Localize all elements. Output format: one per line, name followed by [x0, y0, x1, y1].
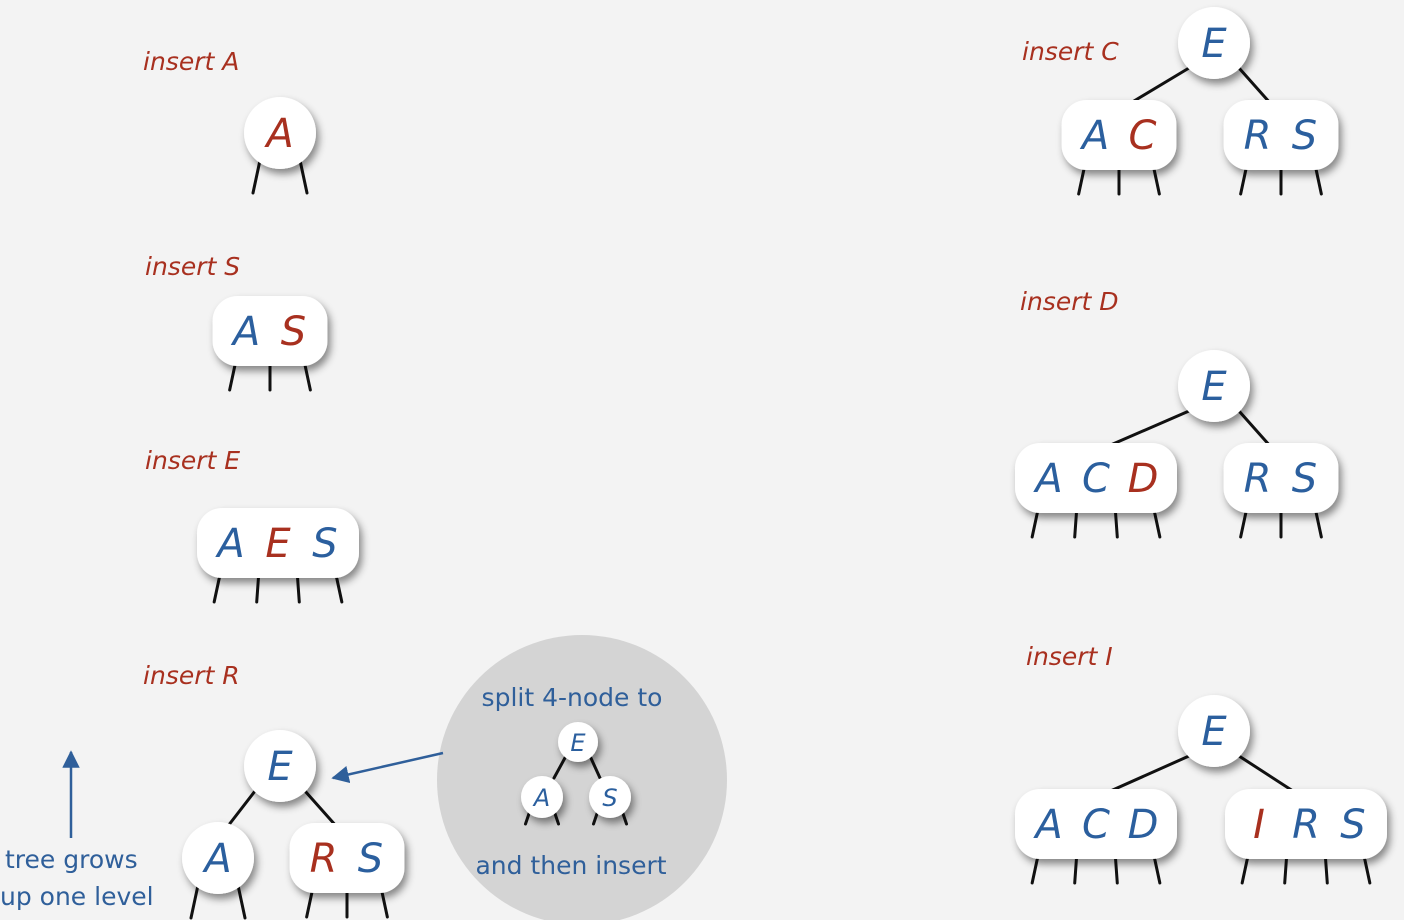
node-key-a: A: [201, 836, 231, 882]
split-callout-line1: split 4-node to: [482, 683, 663, 712]
node-key-a: A: [230, 309, 260, 355]
split-callout-circle: [437, 635, 727, 920]
step-label-insert-c: insert C: [1022, 37, 1119, 66]
node-key-d: D: [1128, 802, 1159, 848]
node-key-s: S: [1340, 802, 1365, 848]
node-key-c: C: [1129, 113, 1157, 159]
tree-node: [1223, 100, 1339, 170]
parent-link: [1104, 754, 1191, 795]
tree-node: [1178, 7, 1250, 79]
parent-link: [303, 789, 339, 829]
node-key-s: S: [312, 521, 337, 567]
split-callout-line2: and then insert: [475, 851, 666, 880]
step-label-insert-r: insert R: [143, 661, 240, 690]
node-key-e: E: [570, 729, 586, 757]
tree-node: [244, 730, 316, 802]
tree-node: [589, 776, 631, 818]
parent-link: [226, 789, 257, 828]
node-key-e: E: [267, 744, 293, 790]
mini-parent-link: [552, 754, 568, 780]
child-link-stub: [189, 884, 200, 920]
tree-node: [1225, 789, 1387, 859]
child-link-stub: [251, 159, 262, 195]
step-label-insert-i: insert I: [1026, 642, 1113, 671]
parent-link: [1237, 409, 1273, 449]
tree-node: [1061, 100, 1177, 170]
step-label-insert-s: insert S: [145, 252, 240, 281]
callout-arrow: [331, 751, 444, 784]
node-key-e: E: [1201, 21, 1227, 67]
node-key-a: A: [1079, 113, 1109, 159]
tree-node: [1223, 443, 1339, 513]
tree-node: [244, 97, 316, 169]
parent-link: [1237, 66, 1273, 106]
node-key-r: R: [1244, 456, 1272, 502]
growth-note-line2: up one level: [0, 882, 154, 911]
node-key-d: D: [1128, 456, 1159, 502]
node-key-i: I: [1253, 802, 1265, 848]
node-key-e: E: [1201, 364, 1227, 410]
tree-node: [1015, 443, 1177, 513]
child-link-stub: [298, 159, 309, 195]
node-key-e: E: [1201, 709, 1227, 755]
node-key-a: A: [263, 111, 293, 157]
tree-node: [1178, 350, 1250, 422]
node-key-r: R: [1292, 802, 1320, 848]
parent-link: [1127, 66, 1191, 106]
node-key-a: A: [1032, 456, 1062, 502]
growth-note-line1: tree grows: [5, 845, 138, 874]
tree-node: [212, 296, 328, 366]
tree-node: [558, 722, 598, 762]
node-key-c: C: [1082, 456, 1110, 502]
parent-link: [1104, 409, 1191, 449]
node-key-s: S: [358, 836, 383, 882]
node-key-r: R: [1244, 113, 1272, 159]
mini-parent-link: [588, 754, 602, 780]
node-key-s: S: [602, 784, 617, 812]
node-key-a: A: [1032, 802, 1062, 848]
tree-node: [1015, 789, 1177, 859]
tree-node: [289, 823, 405, 893]
node-key-s: S: [1292, 113, 1317, 159]
node-key-a: A: [214, 521, 244, 567]
node-key-a: A: [532, 784, 550, 812]
parent-link: [1237, 754, 1298, 795]
tree-node: [521, 776, 563, 818]
node-key-e: E: [265, 521, 291, 567]
node-key-s: S: [1292, 456, 1317, 502]
node-key-r: R: [310, 836, 338, 882]
node-key-c: C: [1082, 802, 1110, 848]
tree-node: [1178, 695, 1250, 767]
step-label-insert-d: insert D: [1020, 287, 1118, 316]
step-label-insert-e: insert E: [145, 446, 240, 475]
step-label-insert-a: insert A: [143, 47, 239, 76]
node-key-s: S: [281, 309, 306, 355]
tree-node: [197, 508, 359, 578]
child-link-stub: [236, 884, 247, 920]
tree-node: [182, 822, 254, 894]
